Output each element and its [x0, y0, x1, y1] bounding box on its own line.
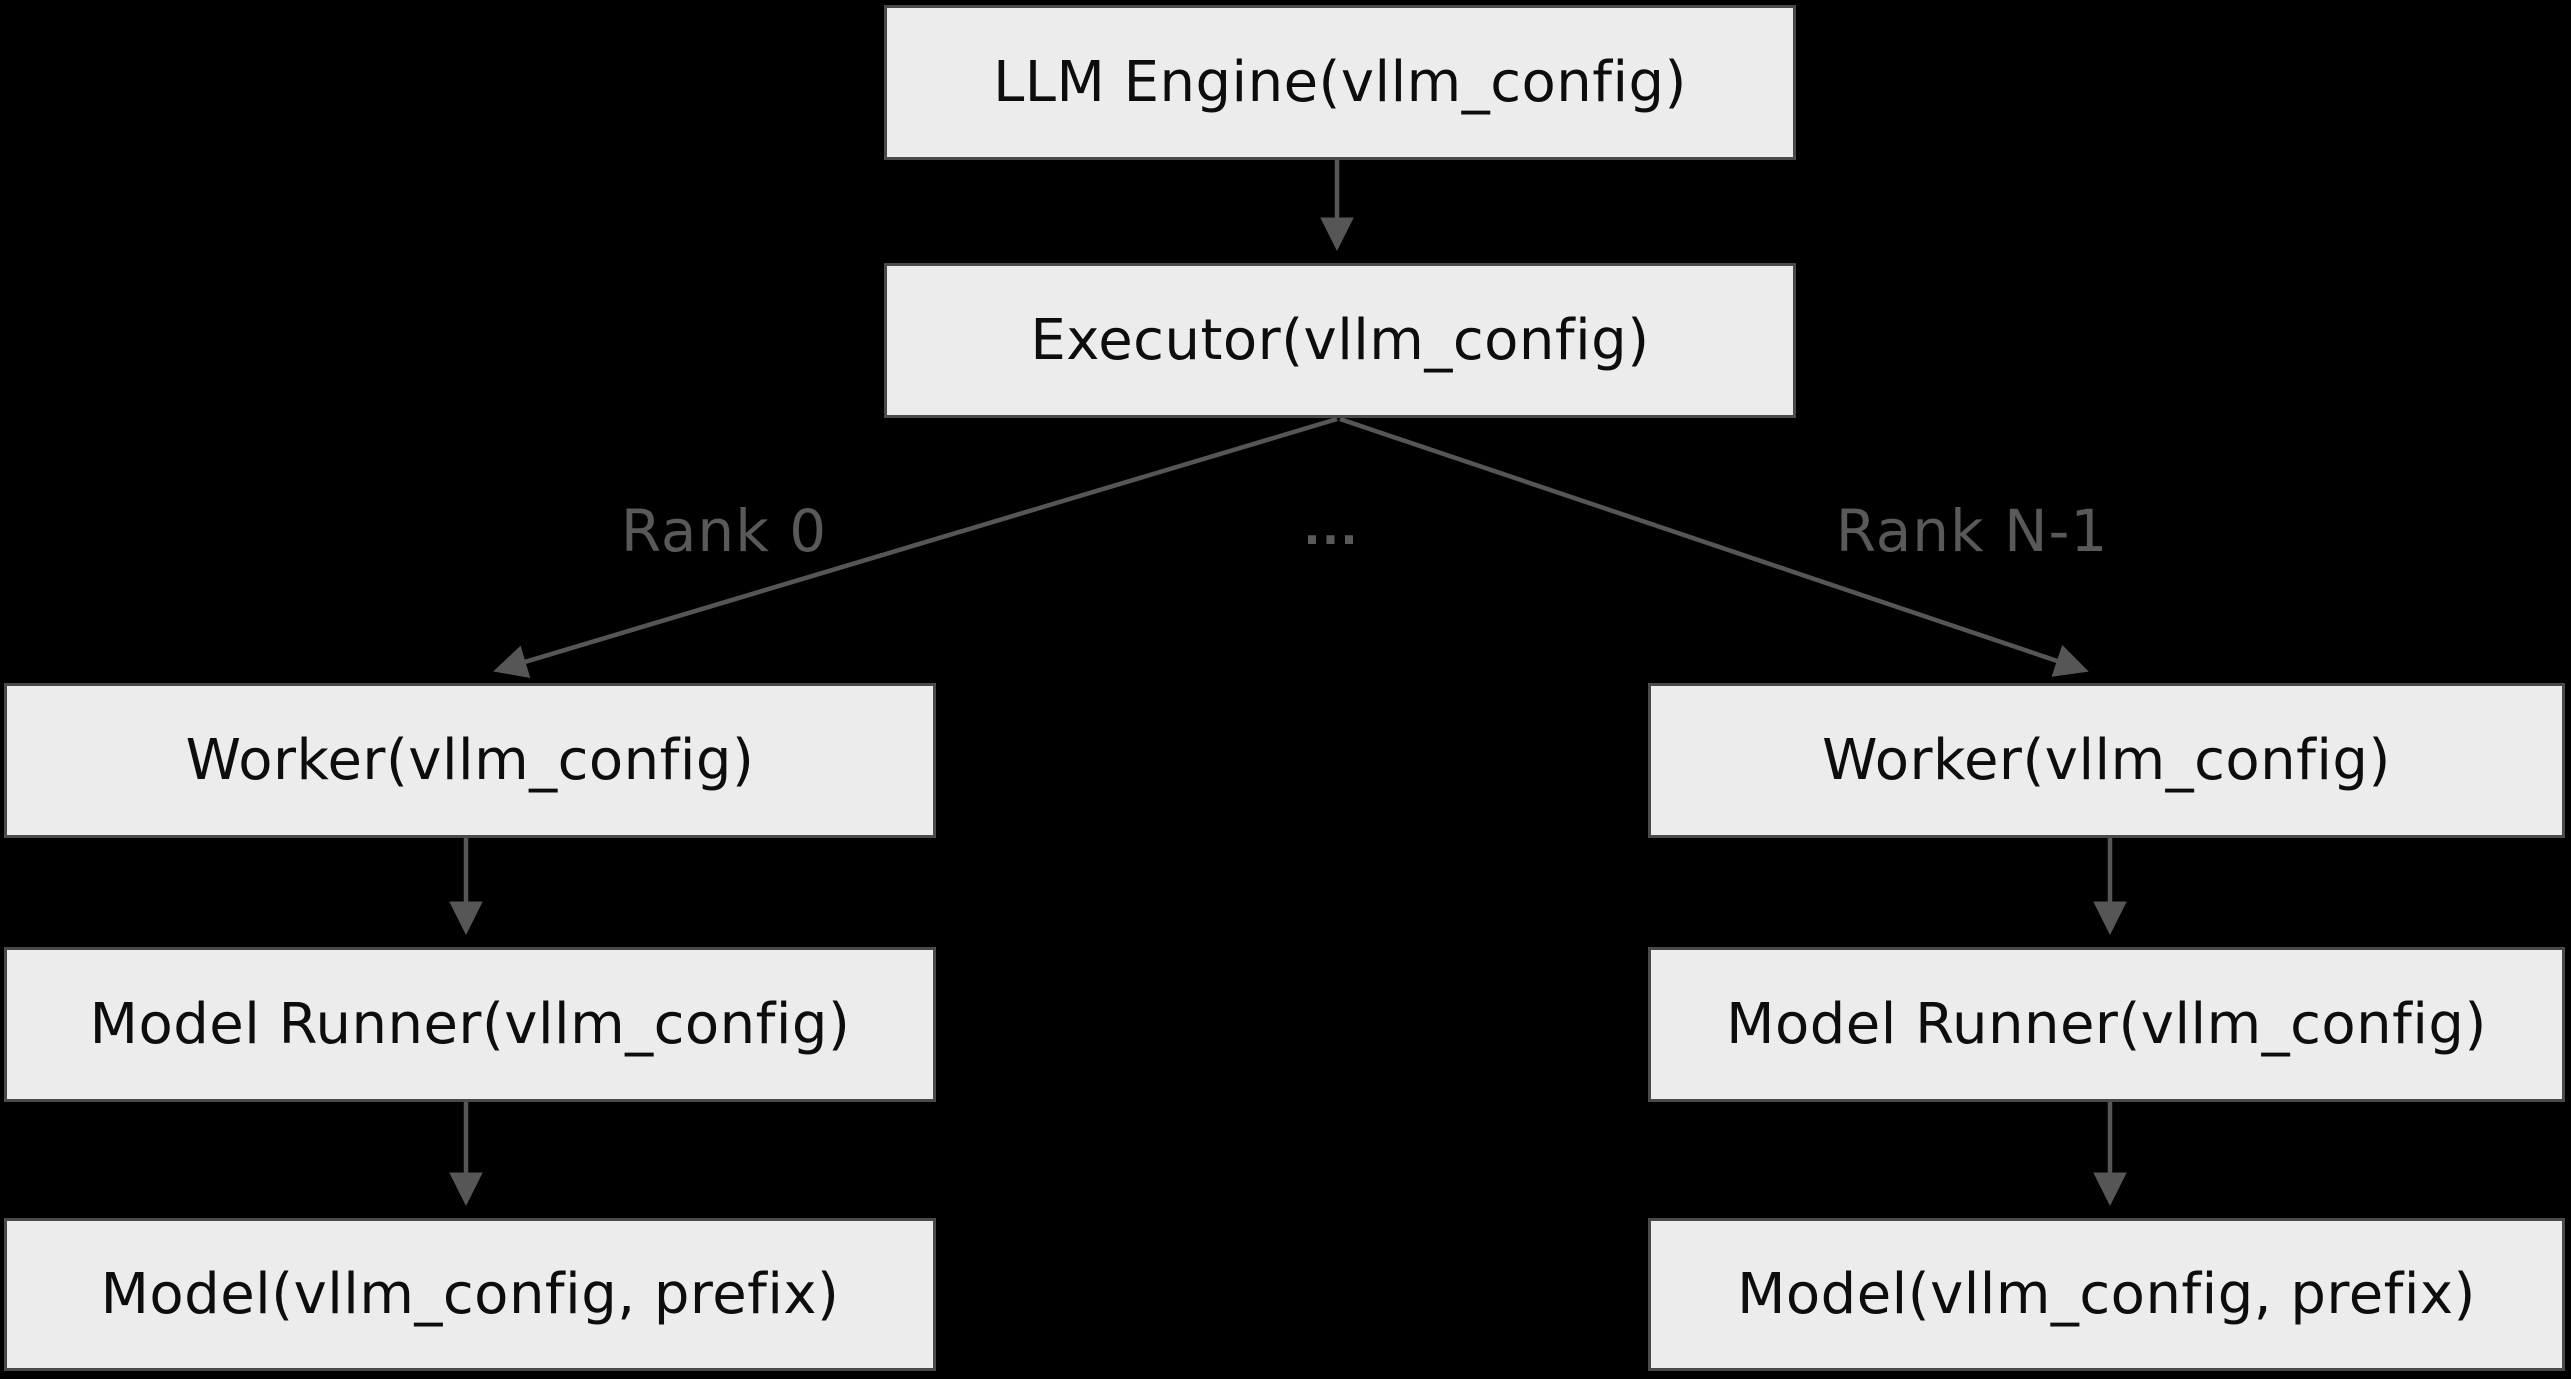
- node-model-rank-n-1: Model(vllm_config, prefix): [1648, 1218, 2565, 1371]
- node-llm-engine: LLM Engine(vllm_config): [884, 5, 1796, 160]
- arrow-executor-to-worker-left: [493, 416, 1338, 678]
- node-model-runner-rank-0: Model Runner(vllm_config): [4, 947, 936, 1102]
- node-worker-rank-n-1: Worker(vllm_config): [1648, 683, 2565, 838]
- arrow-executor-to-worker-right: [1339, 416, 2089, 677]
- node-executor: Executor(vllm_config): [884, 263, 1796, 418]
- edge-label-rank-0: Rank 0: [620, 497, 828, 565]
- edge-label-rank-n-1: Rank N-1: [1835, 497, 2109, 565]
- node-model-runner-rank-n-1: Model Runner(vllm_config): [1648, 947, 2565, 1102]
- node-worker-rank-0: Worker(vllm_config): [4, 683, 936, 838]
- edge-label-ellipsis: ...: [1303, 501, 1359, 555]
- node-model-rank-0: Model(vllm_config, prefix): [4, 1218, 936, 1371]
